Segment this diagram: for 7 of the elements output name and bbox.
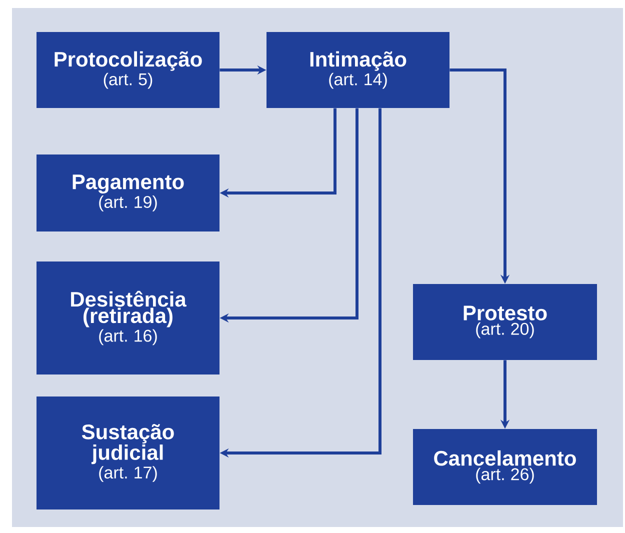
process-box: Desistência (retirada) (art. 16): [36, 262, 220, 374]
process-box: Cancelamento (art. 26): [413, 429, 597, 505]
process-box: Sustação judicial (art. 17): [36, 396, 220, 510]
process-box: Protesto (art. 20): [413, 284, 597, 360]
process-box: Pagamento (art. 19): [36, 154, 220, 232]
process-box: Protocolização (art. 5): [36, 32, 220, 108]
process-box: Intimação (art. 14): [266, 32, 450, 108]
